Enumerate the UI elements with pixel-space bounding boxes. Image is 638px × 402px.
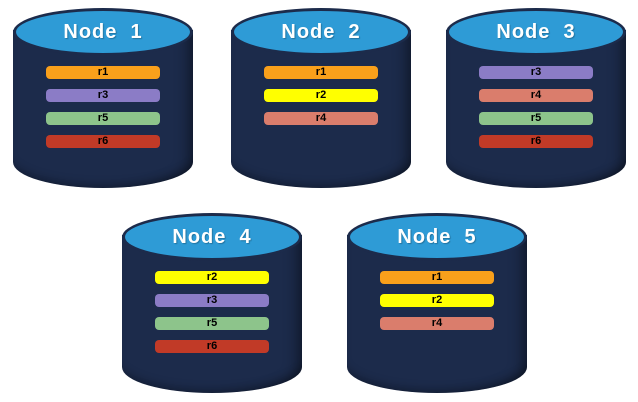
partition-bar-r1: r1 — [46, 66, 160, 79]
partition-bar-r3: r3 — [479, 66, 593, 79]
partition-bar-r6: r6 — [479, 135, 593, 148]
node-4-cylinder: Node 4 r2 r3 r5 r6 — [122, 213, 302, 393]
partition-list: r1 r2 r4 — [347, 271, 527, 330]
partition-bar-r1: r1 — [380, 271, 494, 284]
node-2-cylinder: Node 2 r1 r2 r4 — [231, 8, 411, 188]
partition-bar-r2: r2 — [264, 89, 378, 102]
node-title: Node 5 — [397, 225, 477, 248]
partition-list: r2 r3 r5 r6 — [122, 271, 302, 353]
cylinder-top-ellipse: Node 2 — [231, 8, 411, 56]
partition-bar-r5: r5 — [155, 317, 269, 330]
cylinder-top-ellipse: Node 4 — [122, 213, 302, 261]
node-5-cylinder: Node 5 r1 r2 r4 — [347, 213, 527, 393]
cylinder-body — [13, 30, 193, 188]
partition-bar-r6: r6 — [46, 135, 160, 148]
cylinder-top-ellipse: Node 5 — [347, 213, 527, 261]
partition-bar-r2: r2 — [380, 294, 494, 307]
partition-bar-r5: r5 — [46, 112, 160, 125]
partition-bar-r6: r6 — [155, 340, 269, 353]
partition-bar-r5: r5 — [479, 112, 593, 125]
partition-list: r3 r4 r5 r6 — [446, 66, 626, 148]
node-title: Node 4 — [172, 225, 252, 248]
node-title: Node 2 — [281, 20, 361, 43]
partition-bar-r3: r3 — [46, 89, 160, 102]
node-1-cylinder: Node 1 r1 r3 r5 r6 — [13, 8, 193, 188]
partition-bar-r1: r1 — [264, 66, 378, 79]
partition-bar-r4: r4 — [380, 317, 494, 330]
cylinder-body — [231, 30, 411, 188]
cylinder-top-ellipse: Node 3 — [446, 8, 626, 56]
partition-bar-r3: r3 — [155, 294, 269, 307]
partition-bar-r4: r4 — [264, 112, 378, 125]
cylinder-body — [347, 235, 527, 393]
cylinder-body — [446, 30, 626, 188]
cylinder-body — [122, 235, 302, 393]
partition-bar-r2: r2 — [155, 271, 269, 284]
cylinder-top-ellipse: Node 1 — [13, 8, 193, 56]
node-3-cylinder: Node 3 r3 r4 r5 r6 — [446, 8, 626, 188]
node-title: Node 1 — [63, 20, 143, 43]
partition-list: r1 r3 r5 r6 — [13, 66, 193, 148]
partition-bar-r4: r4 — [479, 89, 593, 102]
node-title: Node 3 — [496, 20, 576, 43]
partition-list: r1 r2 r4 — [231, 66, 411, 125]
